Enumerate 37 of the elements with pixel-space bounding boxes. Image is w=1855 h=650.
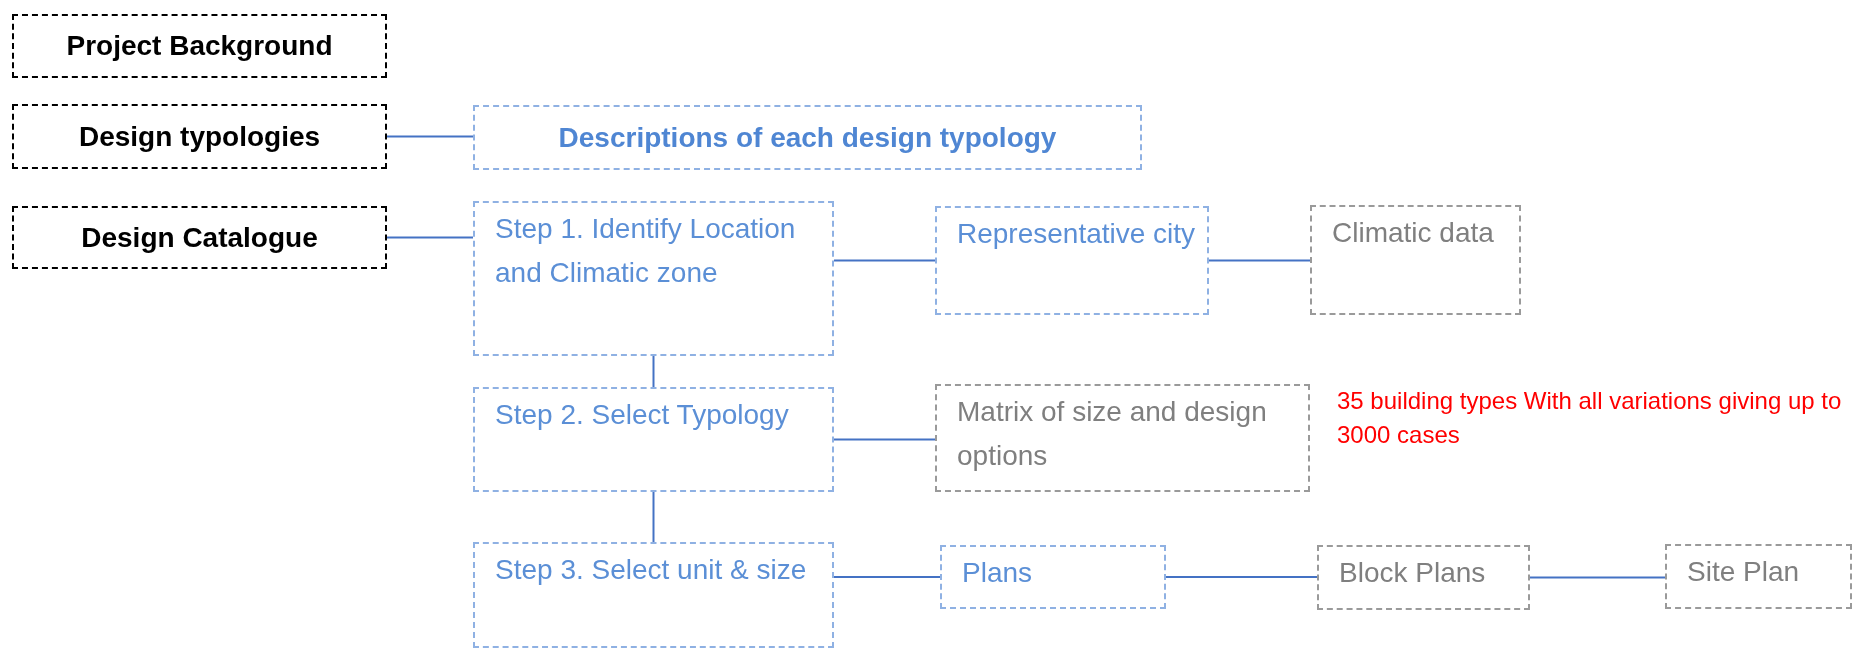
connector-line — [1529, 576, 1666, 579]
dashed-box — [473, 387, 834, 492]
box-text: Site Plan — [1687, 555, 1800, 589]
dashed-box — [473, 105, 1142, 170]
connector-line — [386, 236, 474, 239]
box-text: Step 1. Identify Location and Climatic zone — [495, 212, 797, 290]
dashed-box — [935, 206, 1209, 315]
connector-line — [386, 135, 474, 138]
box-text: Plans — [962, 556, 1033, 590]
dashed-box — [1317, 545, 1530, 610]
dashed-box — [940, 545, 1166, 609]
dashed-box — [1310, 205, 1521, 315]
box-text: Project Background — [66, 29, 333, 63]
connector-line — [1165, 576, 1318, 578]
dashed-box — [1665, 544, 1852, 609]
box-text: Representative city — [957, 217, 1196, 251]
connector-line — [652, 491, 655, 543]
box-text: Design Catalogue — [81, 220, 318, 255]
note-text: 35 building types With all variations giving up to 3000 cases — [1337, 386, 1843, 450]
connector-line — [833, 438, 936, 441]
dashed-box — [12, 206, 387, 269]
connector-line — [833, 259, 936, 262]
connector-line — [652, 355, 655, 388]
box-text: Climatic data — [1332, 216, 1494, 250]
dashed-box — [935, 384, 1310, 492]
dashed-box — [12, 104, 387, 169]
box-text: Matrix of size and design options — [957, 395, 1268, 473]
box-text: Block Plans — [1339, 556, 1486, 590]
dashed-box — [12, 14, 387, 78]
box-text: Step 2. Select Typology — [495, 398, 789, 432]
box-text: Descriptions of each design typology — [558, 120, 1057, 155]
box-text: Design typologies — [78, 119, 321, 154]
connector-line — [833, 576, 941, 578]
box-text: Step 3. Select unit & size — [495, 553, 807, 587]
dashed-box — [473, 201, 834, 356]
dashed-box — [473, 542, 834, 648]
connector-line — [1208, 259, 1311, 262]
